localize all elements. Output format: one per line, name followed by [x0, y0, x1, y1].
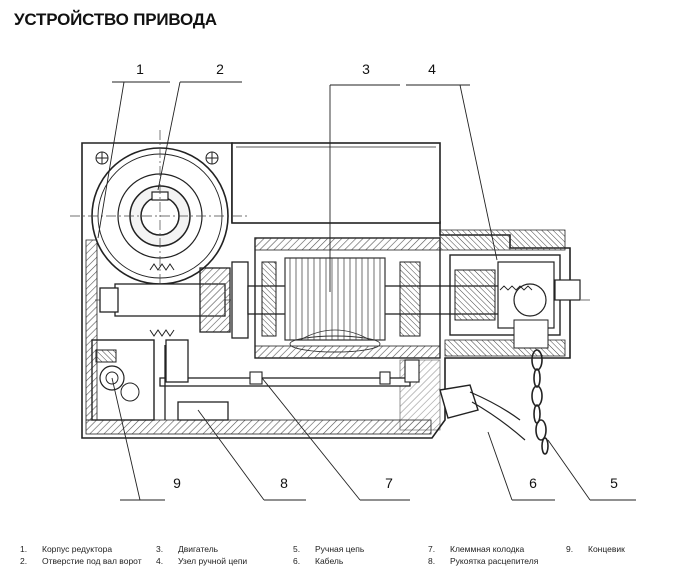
legend-item: 7.Клеммная колодка [428, 544, 525, 554]
manual-chain-unit [449, 254, 581, 349]
hand-chain [531, 349, 549, 455]
leader-lines [97, 81, 636, 501]
motor [254, 237, 441, 359]
legend-item: 9.Концевик [566, 544, 625, 554]
legend-item: 8.Рукоятка расцепителя [428, 556, 539, 566]
callout-8: 8 [280, 475, 288, 491]
page-title: УСТРОЙСТВО ПРИВОДА [14, 10, 217, 29]
bolt-holes [95, 151, 219, 165]
callout-1: 1 [136, 61, 144, 77]
parts-legend: 1.Корпус редуктора 2.Отверстие под вал в… [0, 540, 687, 574]
callout-3: 3 [362, 61, 370, 77]
drive-assembly-drawing: 1 2 3 4 9 8 7 6 5 [70, 61, 636, 501]
legend-item: 3.Двигатель [156, 544, 219, 554]
callout-6: 6 [529, 475, 537, 491]
housing-walls-hatched [85, 229, 566, 435]
callout-5: 5 [610, 475, 618, 491]
release-handle [159, 339, 411, 421]
terminal-block [249, 359, 420, 385]
limit-switch [91, 339, 155, 421]
legend-item: 2.Отверстие под вал ворот [20, 556, 142, 566]
cable [439, 384, 526, 441]
callout-4: 4 [428, 61, 436, 77]
gear-teeth [149, 263, 175, 337]
callout-2: 2 [216, 61, 224, 77]
legend-item: 4.Узел ручной цепи [156, 556, 248, 566]
legend-item: 6.Кабель [293, 556, 344, 566]
callout-7: 7 [385, 475, 393, 491]
callout-9: 9 [173, 475, 181, 491]
callout-numbers: 1 2 3 4 9 8 7 6 5 [136, 61, 618, 491]
legend-item: 5.Ручная цепь [293, 544, 365, 554]
legend-item: 1.Корпус редуктора [20, 544, 113, 554]
